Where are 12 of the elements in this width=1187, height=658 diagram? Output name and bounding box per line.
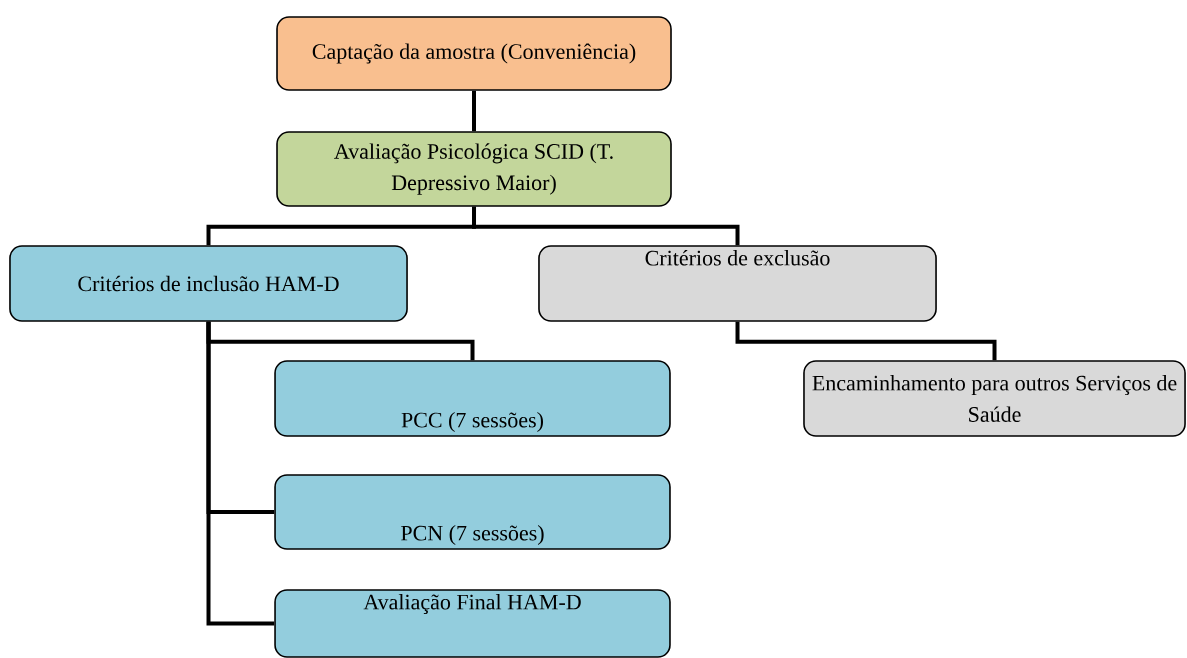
process-box: Encaminhamento para outros Serviços de Saúde xyxy=(803,360,1186,437)
process-box: Critérios de inclusão HAM-D xyxy=(9,245,408,322)
process-box: Captação da amostra (Conveniência) xyxy=(276,16,672,91)
connector-line xyxy=(206,321,275,626)
process-box: Avaliação Final HAM-D xyxy=(274,589,671,658)
connector-line xyxy=(735,321,997,361)
connector-line xyxy=(472,206,740,246)
process-box: PCN (7 sessões) xyxy=(274,474,671,550)
process-box: PCC (7 sessões) xyxy=(274,360,671,437)
process-box: Critérios de exclusão xyxy=(538,245,937,322)
connector-line xyxy=(472,90,476,132)
process-box: Avaliação Psicológica SCID (T. Depressivo Maior) xyxy=(276,131,672,207)
